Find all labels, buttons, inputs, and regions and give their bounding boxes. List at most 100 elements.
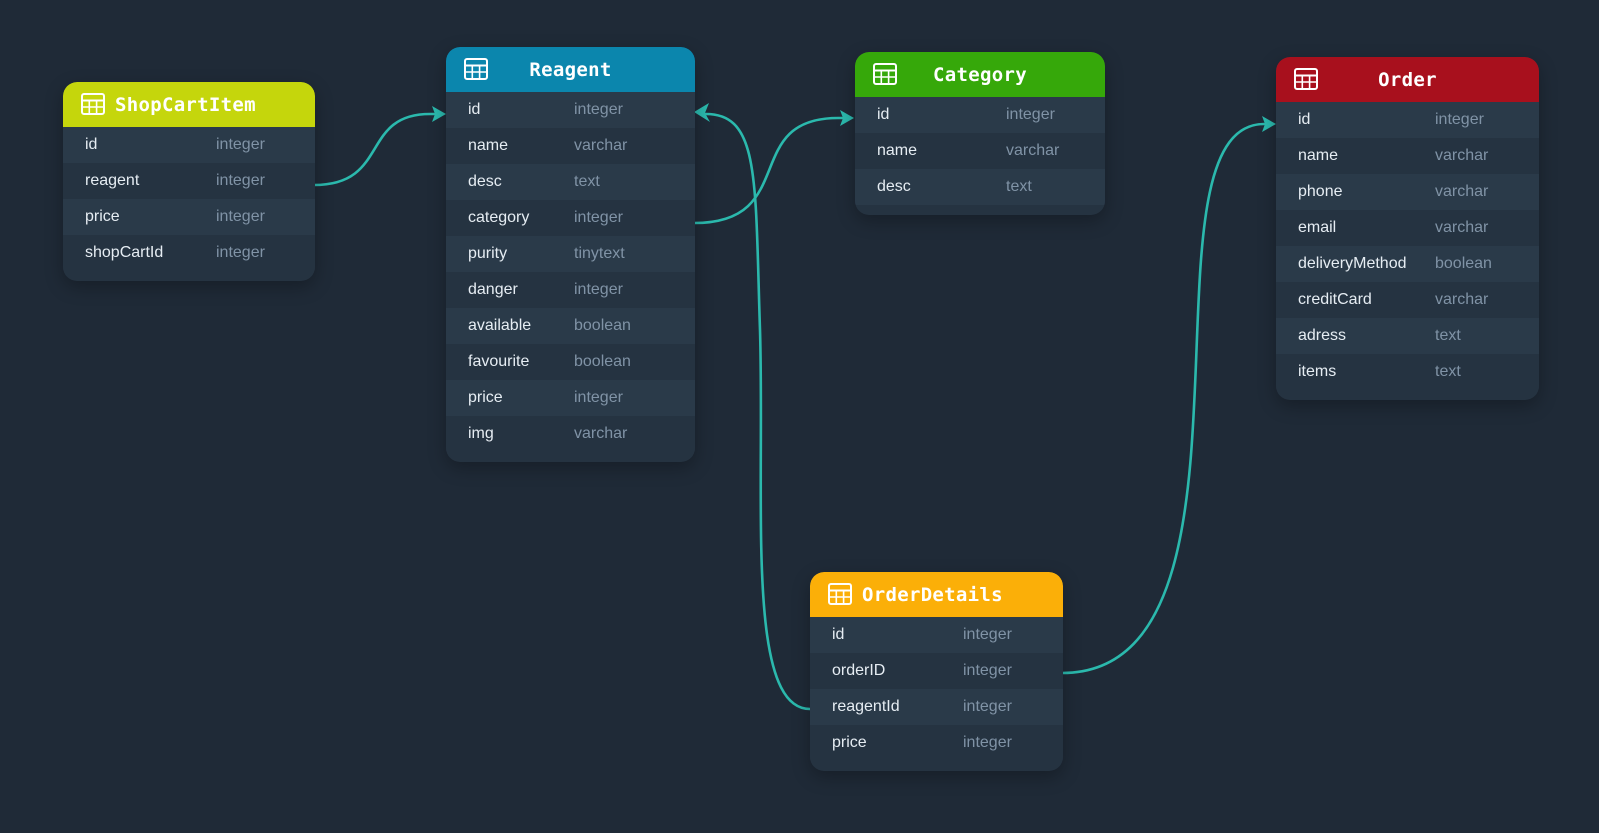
- table-header-shopcartitem[interactable]: ShopCartItem: [63, 82, 315, 127]
- field-row[interactable]: category integer: [446, 200, 695, 236]
- field-type: boolean: [1435, 255, 1492, 272]
- arrow-head-category-id: [840, 110, 854, 126]
- field-name: phone: [1298, 183, 1343, 200]
- field-name: reagent: [85, 172, 140, 189]
- field-name: adress: [1298, 327, 1347, 344]
- field-type: integer: [963, 734, 1012, 751]
- field-name: items: [1298, 363, 1337, 380]
- field-type: text: [1435, 327, 1461, 344]
- table-title: ShopCartItem: [115, 93, 256, 116]
- field-row[interactable]: favourite boolean: [446, 344, 695, 380]
- table-icon: [1294, 68, 1318, 90]
- field-row[interactable]: id integer: [855, 97, 1105, 133]
- field-row[interactable]: orderID integer: [810, 653, 1063, 689]
- field-name: img: [468, 425, 494, 442]
- field-name: orderID: [832, 662, 886, 679]
- field-row[interactable]: id integer: [446, 92, 695, 128]
- arrow-head-reagent-id-right: [694, 103, 710, 122]
- field-type: integer: [1435, 111, 1484, 128]
- table-icon: [464, 58, 488, 80]
- field-name: creditCard: [1298, 291, 1372, 308]
- field-type: integer: [574, 389, 623, 406]
- field-name: category: [468, 209, 530, 226]
- field-row[interactable]: email varchar: [1276, 210, 1539, 246]
- field-row[interactable]: price integer: [810, 725, 1063, 761]
- field-name: name: [1298, 147, 1339, 164]
- link-reagent-category[interactable]: [693, 116, 844, 225]
- field-name: id: [832, 626, 845, 643]
- field-type: text: [1435, 363, 1461, 380]
- link-shopcartitem-reagent[interactable]: [313, 112, 436, 187]
- field-type: integer: [216, 136, 265, 153]
- field-name: price: [468, 389, 503, 406]
- field-row[interactable]: phone varchar: [1276, 174, 1539, 210]
- field-name: id: [1298, 111, 1311, 128]
- field-name: price: [832, 734, 867, 751]
- field-type: text: [1006, 178, 1032, 195]
- field-type: integer: [963, 662, 1012, 679]
- field-row[interactable]: purity tinytext: [446, 236, 695, 272]
- field-name: shopCartId: [85, 244, 164, 261]
- field-row[interactable]: creditCard varchar: [1276, 282, 1539, 318]
- field-row[interactable]: reagentId integer: [810, 689, 1063, 725]
- field-row[interactable]: id integer: [1276, 102, 1539, 138]
- field-type: integer: [574, 281, 623, 298]
- field-row[interactable]: name varchar: [446, 128, 695, 164]
- field-name: email: [1298, 219, 1337, 236]
- field-name: desc: [468, 173, 502, 190]
- field-type: varchar: [1435, 291, 1489, 308]
- table-title: Category: [933, 63, 1027, 86]
- field-type: integer: [216, 208, 265, 225]
- table-header-orderdetails[interactable]: OrderDetails: [810, 572, 1063, 617]
- field-name: name: [877, 142, 918, 159]
- field-type: integer: [1006, 106, 1055, 123]
- field-row[interactable]: name varchar: [1276, 138, 1539, 174]
- field-name: favourite: [468, 353, 530, 370]
- field-row[interactable]: price integer: [446, 380, 695, 416]
- field-row[interactable]: desc text: [855, 169, 1105, 205]
- field-row[interactable]: items text: [1276, 354, 1539, 390]
- field-row[interactable]: price integer: [63, 199, 315, 235]
- field-type: boolean: [574, 317, 631, 334]
- table-reagent[interactable]: Reagent id integer name varchar desc tex…: [446, 47, 695, 462]
- field-type: integer: [963, 626, 1012, 643]
- field-type: varchar: [574, 425, 628, 442]
- field-row[interactable]: name varchar: [855, 133, 1105, 169]
- table-category[interactable]: Category id integer name varchar desc te…: [855, 52, 1105, 215]
- table-shopcartitem[interactable]: ShopCartItem id integer reagent integer …: [63, 82, 315, 281]
- table-title: Reagent: [529, 58, 612, 81]
- field-type: tinytext: [574, 245, 625, 262]
- field-row[interactable]: shopCartId integer: [63, 235, 315, 271]
- field-name: price: [85, 208, 120, 225]
- table-title: Order: [1378, 68, 1437, 91]
- field-type: varchar: [1006, 142, 1060, 159]
- table-order[interactable]: Order id integer name varchar phone varc…: [1276, 57, 1539, 400]
- field-row[interactable]: desc text: [446, 164, 695, 200]
- field-name: purity: [468, 245, 508, 262]
- table-header-reagent[interactable]: Reagent: [446, 47, 695, 92]
- field-row[interactable]: danger integer: [446, 272, 695, 308]
- field-type: integer: [574, 101, 623, 118]
- arrow-head-order-id: [1262, 116, 1276, 132]
- field-type: integer: [574, 209, 623, 226]
- table-header-order[interactable]: Order: [1276, 57, 1539, 102]
- field-name: deliveryMethod: [1298, 255, 1407, 272]
- field-row[interactable]: reagent integer: [63, 163, 315, 199]
- field-row[interactable]: available boolean: [446, 308, 695, 344]
- field-type: text: [574, 173, 600, 190]
- table-header-category[interactable]: Category: [855, 52, 1105, 97]
- field-name: name: [468, 137, 509, 154]
- field-row[interactable]: id integer: [810, 617, 1063, 653]
- table-icon: [873, 63, 897, 85]
- field-row[interactable]: adress text: [1276, 318, 1539, 354]
- field-name: desc: [877, 178, 911, 195]
- field-row[interactable]: img varchar: [446, 416, 695, 452]
- table-orderdetails[interactable]: OrderDetails id integer orderID integer …: [810, 572, 1063, 771]
- field-row[interactable]: id integer: [63, 127, 315, 163]
- link-orderdetails-reagent[interactable]: [704, 112, 811, 711]
- table-icon: [81, 93, 105, 115]
- field-row[interactable]: deliveryMethod boolean: [1276, 246, 1539, 282]
- field-type: varchar: [1435, 183, 1489, 200]
- arrow-head-reagent-id-left: [432, 106, 446, 122]
